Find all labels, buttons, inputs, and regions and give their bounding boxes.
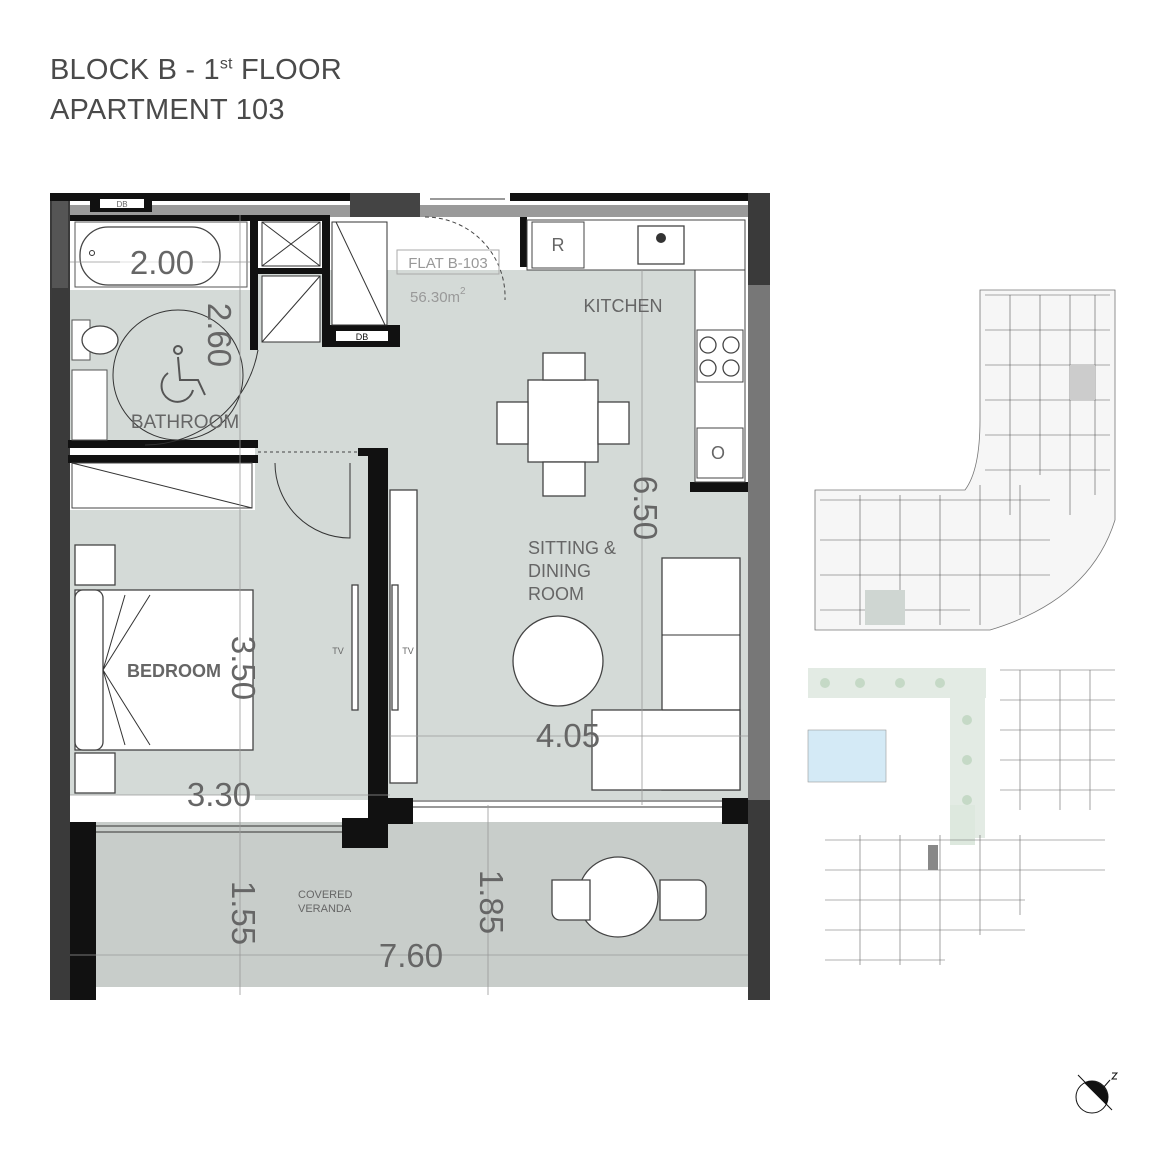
bedroom-door-swing bbox=[274, 462, 351, 539]
bed bbox=[74, 589, 254, 751]
walls bbox=[50, 193, 770, 1000]
db-box-top bbox=[100, 199, 144, 208]
room-labels: KITCHEN SITTING & DINING ROOM BATHROOM B… bbox=[127, 296, 663, 915]
kitchen-sink bbox=[637, 225, 685, 265]
storage-units bbox=[261, 221, 388, 343]
db-label-top: DB bbox=[116, 200, 127, 209]
coffee-table bbox=[512, 615, 604, 707]
flat-area: 56.30m2 bbox=[410, 286, 466, 306]
kitchen-counter bbox=[526, 219, 746, 483]
label-veranda-2: VERANDA bbox=[298, 903, 352, 915]
veranda-table bbox=[551, 856, 707, 938]
label-veranda-1: COVERED bbox=[298, 889, 352, 901]
sofa bbox=[591, 557, 741, 791]
title-text-floor: FLOOR bbox=[232, 54, 342, 86]
nightstand-top bbox=[74, 544, 116, 586]
dim-veranda-left: 1.55 bbox=[225, 881, 262, 945]
fridge bbox=[531, 221, 585, 269]
dim-total-width: 7.60 bbox=[379, 937, 443, 974]
dim-living-depth: 6.50 bbox=[627, 476, 664, 540]
north-arrow-icon bbox=[1075, 1072, 1119, 1114]
tv-label-right: TV bbox=[402, 646, 414, 656]
oven bbox=[696, 427, 744, 479]
flat-label: FLAT B-103 bbox=[408, 255, 487, 272]
bathroom-door-swing bbox=[144, 349, 259, 446]
dim-bath-depth: 2.60 bbox=[201, 303, 238, 367]
key-plan-ground bbox=[807, 668, 1115, 965]
toilet bbox=[71, 319, 119, 361]
wheelchair-icon bbox=[160, 345, 206, 403]
dim-bedroom-depth: 3.50 bbox=[225, 636, 262, 700]
db-box-mid bbox=[336, 331, 388, 341]
title-superscript: st bbox=[219, 55, 233, 73]
flat-label-box bbox=[396, 249, 500, 275]
hob-icon bbox=[699, 336, 740, 377]
tv-label-left: TV bbox=[332, 646, 344, 656]
tv-right bbox=[391, 584, 399, 711]
dim-bedroom-width: 3.30 bbox=[187, 776, 251, 813]
db-label-mid: DB bbox=[356, 332, 369, 342]
label-sitting-1: SITTING & bbox=[528, 538, 616, 558]
dim-living-width: 4.05 bbox=[536, 717, 600, 754]
title-block-floor: BLOCK B - 1st FLOOR bbox=[50, 54, 342, 87]
dim-bath-width: 2.00 bbox=[130, 244, 194, 281]
title-text: BLOCK B - 1 bbox=[50, 54, 220, 86]
dimension-labels: 2.00 2.60 6.50 3.50 4.05 3.30 1.55 1.85 … bbox=[120, 242, 664, 974]
bedroom-furniture bbox=[71, 462, 254, 794]
label-kitchen: KITCHEN bbox=[583, 296, 662, 316]
dim-veranda-right: 1.85 bbox=[473, 870, 510, 934]
oven-label: O bbox=[711, 443, 725, 463]
dimension-lines bbox=[70, 215, 748, 995]
fridge-label: R bbox=[552, 235, 565, 255]
entrance-door-swing bbox=[424, 216, 506, 301]
key-plan-building bbox=[814, 289, 1116, 631]
nightstand-bottom bbox=[74, 752, 116, 794]
label-sitting-3: ROOM bbox=[528, 584, 584, 604]
tv-left bbox=[351, 584, 359, 711]
windows bbox=[96, 198, 722, 833]
label-bedroom: BEDROOM bbox=[127, 661, 221, 681]
sink bbox=[71, 369, 108, 441]
label-bathroom: BATHROOM bbox=[131, 412, 239, 433]
dining-table bbox=[496, 352, 630, 497]
title-apartment: APARTMENT 103 bbox=[50, 94, 285, 126]
label-sitting-2: DINING bbox=[528, 561, 591, 581]
